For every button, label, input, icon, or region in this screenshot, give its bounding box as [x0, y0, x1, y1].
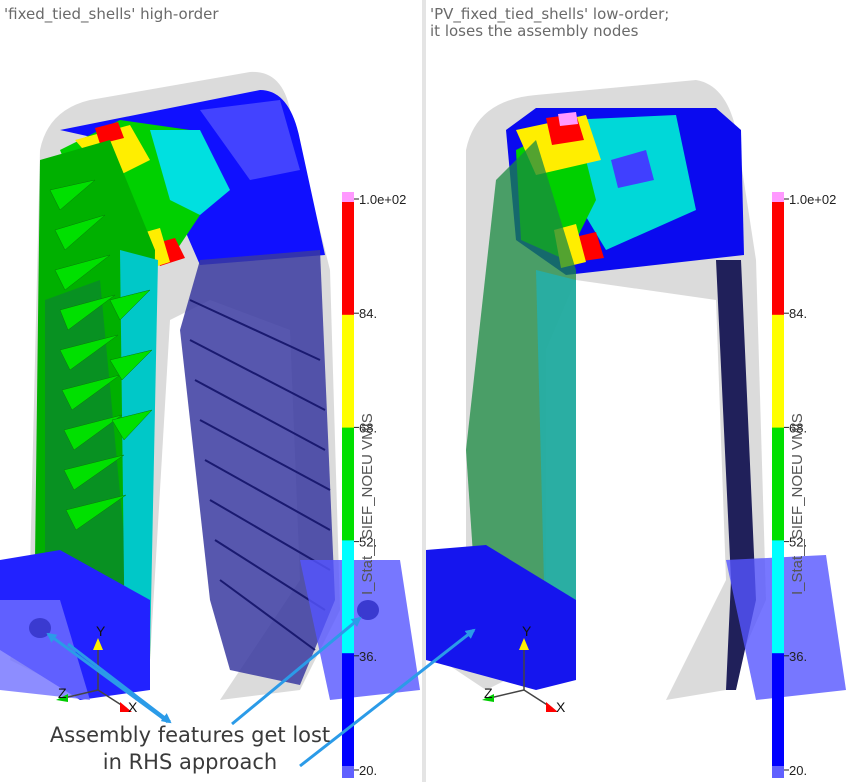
- colorbar-tick-label: 36.: [789, 649, 807, 664]
- left-view-title: 'fixed_tied_shells' high-order: [4, 5, 219, 23]
- right-foot-plate: [726, 555, 846, 700]
- colorbar-segment: [342, 427, 354, 541]
- top-blue-patch: [611, 150, 654, 188]
- colorbar-tick-label: 20.: [359, 763, 377, 778]
- top-pink: [558, 112, 578, 126]
- colorbar-segment: [772, 192, 784, 202]
- top-hotspot-cyan: [150, 130, 230, 215]
- right-view-title: 'PV_fixed_tied_shells' low-order; it los…: [430, 5, 670, 40]
- colorbar-segment: [772, 540, 784, 654]
- y-axis-label: Y: [522, 623, 532, 639]
- right-leg: [180, 250, 335, 685]
- colorbar-title: I_Stat__SIEF_NOEU VMIS: [789, 413, 806, 595]
- colorbar-title: I_Stat__SIEF_NOEU VMIS: [359, 413, 376, 595]
- z-axis-label: Z: [58, 685, 67, 701]
- assembly-node-right: [357, 600, 379, 620]
- x-axis-label: X: [128, 699, 138, 715]
- colorbar-tick-label: 52.: [789, 535, 807, 550]
- left-render-viewport[interactable]: Y X Z 1.0e+02 84. 68. 52. 36. 20. I_Stat__SIEF…: [0, 0, 422, 782]
- colorbar-segment: [772, 766, 784, 778]
- colorbar-tick-label: 68.: [789, 420, 807, 435]
- top-plate-light: [200, 100, 300, 180]
- colorbar-tick-label: 36.: [359, 649, 377, 664]
- left-mesh-scene: Y X Z 1.0e+02 84. 68. 52. 36. 20. I_Stat__SIEF…: [0, 71, 420, 778]
- y-axis-label: Y: [96, 623, 106, 639]
- colorbar-segment: [772, 653, 784, 767]
- colorbar-tick-label: 84.: [789, 306, 807, 321]
- colorbar-tick-label: 1.0e+02: [359, 192, 406, 207]
- colorbar-tick-label: 84.: [359, 306, 377, 321]
- colorbar-tick-label: 52.: [359, 535, 377, 550]
- annotation-line-1: Assembly features get lost: [49, 723, 331, 747]
- colorbar-right: 1.0e+02 84. 68. 52. 36. 20. I_Stat__SIEF_NOEU …: [772, 192, 836, 778]
- top-hotspot-red-1: [95, 122, 124, 144]
- colorbar-tick-label: 20.: [789, 763, 807, 778]
- annotation-line-2: in RHS approach: [102, 750, 278, 774]
- colorbar-segment: [342, 540, 354, 654]
- colorbar-tick-label: 1.0e+02: [789, 192, 836, 207]
- x-axis-label: X: [556, 699, 566, 715]
- colorbar-segment: [772, 314, 784, 429]
- colorbar-segment: [772, 427, 784, 541]
- right-leg-streaks: [189, 299, 331, 651]
- right-mesh-scene: Y X Z 1.0e+02 84. 68. 52. 36. 20. I_Stat__SIEF…: [426, 80, 846, 778]
- viewport-separator[interactable]: [422, 0, 426, 782]
- right-render-viewport[interactable]: Y X Z 1.0e+02 84. 68. 52. 36. 20. I_Stat__SIEF…: [426, 0, 846, 782]
- colorbar-segment: [342, 192, 354, 202]
- colorbar-segment: [342, 202, 354, 316]
- spikes-left-leg: [49, 179, 153, 531]
- left-leg-cyan: [536, 270, 576, 660]
- annotation-text: Assembly features get lost in RHS approa…: [30, 722, 350, 776]
- z-axis-label: Z: [484, 685, 493, 701]
- colorbar-tick-label: 68.: [359, 420, 377, 435]
- colorbar-segment: [342, 766, 354, 778]
- colorbar-segment: [772, 202, 784, 316]
- orientation-triad: Y X Z: [482, 623, 566, 715]
- assembly-node-left: [29, 618, 51, 638]
- colorbar-segment: [342, 314, 354, 429]
